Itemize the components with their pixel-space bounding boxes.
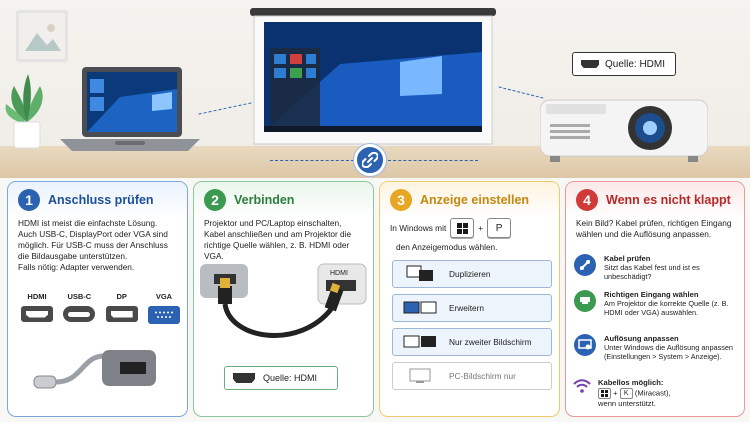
step-number-1: 1 [18,189,40,211]
hdmi-port-icon [21,306,53,322]
duplicate-icon [393,265,449,283]
mode-label: Nur zweiter Bildschirm [449,337,532,347]
tip-text: Am Projektor die korrekte Quelle (z. B. … [604,299,729,318]
tip-input: Richtigen Eingang wählen Am Projektor di… [574,290,744,317]
wireless-title: Kabellos möglich: [598,378,664,387]
step-header-2: 2 Verbinden [194,182,373,218]
mode-duplicate[interactable]: Duplizieren [392,260,552,288]
step-text-2: Projektor und PC/Laptop einschalten, Kab… [204,218,352,261]
tip-text: Unter Windows die Auflösung anpassen (Ei… [604,343,733,362]
step-card-2: 2 Verbinden Projektor und PC/Laptop eins… [193,181,374,417]
extend-icon [393,299,449,317]
cable-icon [574,254,596,276]
illustration-scene: Quelle: HDMI [0,0,750,178]
second-screen-icon [393,333,449,351]
step-header-3: 3 Anzeige einstellen [380,182,559,218]
step-card-4: 4 Wenn es nicht klappt Kein Bild? Kabel … [565,181,745,417]
projector-icon [540,99,708,162]
win-p-shortcut: In Windows mit + P [390,218,512,238]
projection-screen-icon [250,8,496,148]
p-key: P [487,218,512,238]
step-card-3: 3 Anzeige einstellen In Windows mit + P … [379,181,560,417]
step-text-1b: Falls nötig: Adapter verwenden. [18,261,135,272]
mode-label: Erweitern [449,303,485,313]
windows-key-icon [450,218,475,238]
port-dp: DP [103,292,141,324]
port-label: HDMI [27,292,47,301]
step-title-3: Anzeige einstellen [420,193,530,207]
port-label: DP [116,292,127,301]
wireless-note: (Miracast), [634,388,671,398]
shortcut-suffix: den Anzeigemodus wählen. [396,242,498,252]
projector-source-label: Quelle: HDMI [605,58,666,70]
hdmi-icon [233,373,255,383]
connection-line-right [498,86,544,99]
displayport-port-icon [105,306,138,322]
tip-title: Kabel prüfen [604,254,651,263]
connection-line-down-left [270,160,354,161]
hdmi-cable-connection-icon: HDMI [200,263,367,338]
mode-second-only[interactable]: Nur zweiter Bildschirm [392,328,552,356]
usbc-port-icon [63,306,96,322]
windows-key-icon [598,387,611,399]
port-label: VGA [155,292,173,301]
wifi-icon [573,379,591,393]
step-header-1: 1 Anschluss prüfen [8,182,187,218]
wireless-note2: wenn unterstützt. [598,398,656,408]
k-key: K [619,387,633,399]
wall-picture-icon [16,10,68,62]
step-number-4: 4 [576,189,598,211]
tip-text: Sitzt das Kabel fest und ist es unbeschä… [604,263,700,282]
step-number-3: 3 [390,189,412,211]
display-settings-icon [574,334,596,356]
step-text-1: HDMI ist meist die einfachste Lösung. Au… [18,218,168,261]
tip-cable: Kabel prüfen Sitzt das Kabel fest und is… [574,254,744,281]
usbc-hdmi-adapter-icon [33,350,156,389]
tip-title: Richtigen Eingang wählen [604,290,699,299]
shortcut-prefix: In Windows mit [390,223,447,233]
port-label: USB-C [67,292,92,301]
step-card-1: 1 Anschluss prüfen HDMI ist meist die ei… [7,181,188,417]
wireless-plus: + [613,388,618,398]
tip-title: Auflösung anpassen [604,334,679,343]
source-label: Quelle: HDMI [263,373,318,383]
port-list: HDMI USB-C DP VGA [18,292,183,324]
port-usbc: USB-C [60,292,98,324]
mode-pc-only[interactable]: PC-Bildschirm nur [392,362,552,390]
plant-icon [5,74,43,149]
step-header-4: 4 Wenn es nicht klappt [566,182,744,218]
tip-resolution: Auflösung anpassen Unter Windows die Auf… [574,334,744,361]
vga-port-icon [147,306,180,324]
laptop-icon [60,67,200,151]
step-text-4: Kein Bild? Kabel prüfen, richtigen Einga… [576,218,732,239]
source-hdmi-badge: Quelle: HDMI [224,366,338,390]
input-icon [574,290,596,312]
pc-screen-icon [393,367,449,385]
link-icon [354,144,386,176]
port-label: HDMI [330,270,348,277]
connection-line-down-right [388,160,478,161]
connection-line-left [198,102,252,115]
step-title-2: Verbinden [234,193,295,207]
step-title-1: Anschluss prüfen [48,193,154,207]
mode-label: PC-Bildschirm nur [449,371,516,381]
mode-extend[interactable]: Erweitern [392,294,552,322]
wireless-hint: Kabellos möglich: + K (Miracast), wenn u… [572,378,671,409]
step-title-4: Wenn es nicht klappt [606,193,731,207]
projector-source-badge: Quelle: HDMI [572,52,676,76]
port-hdmi: HDMI [18,292,56,324]
shortcut-plus: + [478,223,484,233]
hdmi-icon [581,60,599,68]
mode-label: Duplizieren [449,269,491,279]
port-vga: VGA [145,292,183,324]
step-number-2: 2 [204,189,226,211]
